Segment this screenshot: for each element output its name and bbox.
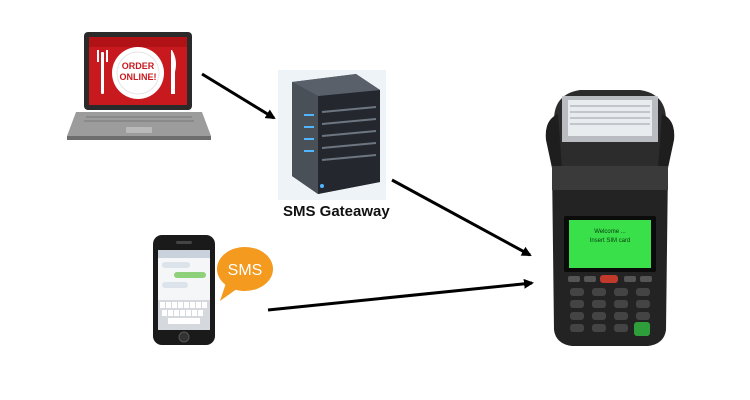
arrow-laptop-to-gateway — [201, 72, 276, 120]
terminal-screen-line2: Insert SIM card — [590, 238, 631, 244]
arrow-phone-to-terminal — [267, 278, 534, 312]
speech-bubble-icon: SMS — [217, 247, 273, 301]
smartphone-icon — [153, 235, 215, 345]
plate-text-line1: ORDER — [122, 61, 155, 71]
terminal-screen — [569, 220, 651, 268]
plate-text-line2: ONLINE! — [120, 72, 157, 82]
arrow-gateway-to-terminal — [391, 178, 532, 257]
laptop-icon: ORDER ONLINE! — [67, 32, 211, 140]
sms-bubble-text: SMS — [228, 262, 263, 279]
terminal-screen-line1: Welcome ... — [594, 229, 626, 235]
sms-gateway-label: SMS Gateaway — [283, 203, 390, 220]
pos-printer-icon: Welcome ... Insert SIM card — [545, 90, 675, 346]
server-icon — [278, 70, 386, 200]
